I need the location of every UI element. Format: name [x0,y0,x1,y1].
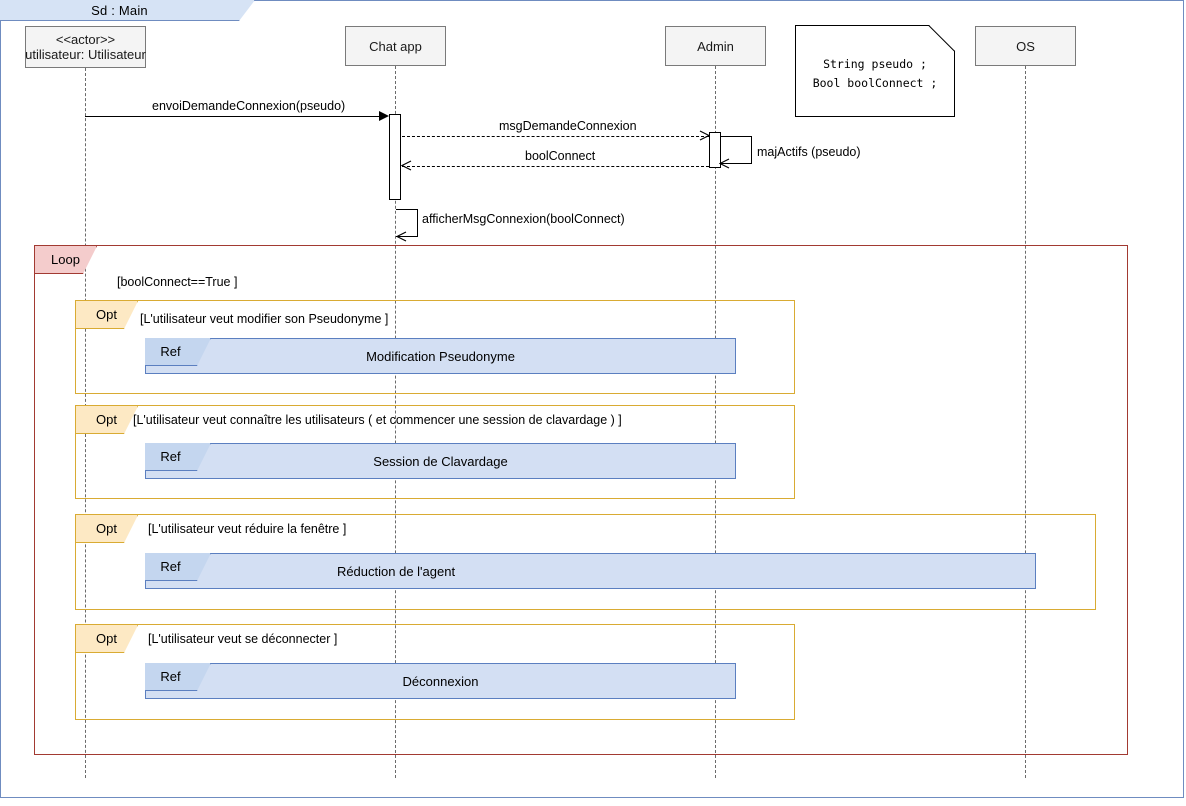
diagram-frame-tab: Sd : Main [0,0,255,21]
ref-operator-2: Ref [160,449,181,464]
message-line-m1 [85,116,381,117]
ref-title-4: Déconnexion [402,674,479,689]
message-label-m3: boolConnect [525,149,596,163]
ref-box-4[interactable]: Ref Déconnexion [145,663,736,699]
message-line-m2 [402,136,709,137]
lifeline-head-utilisateur[interactable]: <<actor>> utilisateur: Utilisateur [25,26,146,68]
activation-admin [709,132,721,168]
fragment-opt-1-operator: Opt [96,307,117,322]
lifeline-head-chatapp[interactable]: Chat app [345,26,446,66]
message-arrowhead-m1 [379,111,389,121]
diagram-title: Sd : Main [91,3,148,18]
lifeline-label-admin: Admin [697,38,734,54]
ref-title-2: Session de Clavardage [373,454,508,469]
lifeline-stereotype-utilisateur: <<actor>> [55,32,116,47]
self-call-box-chatapp [396,209,418,237]
lifeline-label-chatapp: Chat app [369,38,422,54]
message-label-m2: msgDemandeConnexion [499,119,637,133]
ref-box-3[interactable]: Ref Réduction de l'agent [145,553,1036,589]
self-call-box-admin [721,136,752,164]
lifeline-line-os [1025,66,1026,778]
note-text: String pseudo ; Bool boolConnect ; [812,57,938,90]
message-arrowhead-m3 [401,160,412,171]
ref-title-3: Réduction de l'agent [336,564,456,579]
message-arrowhead-m5 [396,231,407,242]
note-box [795,25,955,117]
fragment-opt-4-guard: [L'utilisateur veut se déconnecter ] [148,632,338,646]
fragment-opt-4-tab: Opt [76,625,138,653]
fragment-opt-3[interactable] [75,514,1096,610]
fragment-opt-2-guard: [L'utilisateur veut connaître les utilis… [133,413,622,427]
message-label-m1: envoiDemandeConnexion(pseudo) [152,99,346,113]
ref-operator-1: Ref [160,344,181,359]
fragment-opt-2-operator: Opt [96,412,117,427]
message-label-m5: afficherMsgConnexion(boolConnect) [422,212,625,226]
fragment-loop[interactable] [34,245,1128,755]
lifeline-line-admin [715,66,716,778]
fragment-opt-2[interactable] [75,405,795,499]
fragment-opt-4[interactable] [75,624,795,720]
message-label-m4: majActifs (pseudo) [757,145,861,159]
fragment-opt-1-guard: [L'utilisateur veut modifier son Pseudon… [140,312,389,326]
message-line-m3 [402,166,709,167]
ref-operator-4: Ref [160,669,181,684]
activation-chatapp [389,114,401,200]
fragment-loop-operator: Loop [51,252,80,267]
lifeline-head-admin[interactable]: Admin [665,26,766,66]
fragment-opt-3-operator: Opt [96,521,117,536]
message-arrowhead-m2 [699,130,710,141]
ref-box-2[interactable]: Ref Session de Clavardage [145,443,736,479]
fragment-opt-4-operator: Opt [96,631,117,646]
ref-title-1: Modification Pseudonyme [366,349,515,364]
lifeline-label-utilisateur: utilisateur: Utilisateur [25,47,146,62]
fragment-opt-3-guard: [L'utilisateur veut réduire la fenêtre ] [148,522,347,536]
fragment-loop-guard: [boolConnect==True ] [117,275,238,289]
lifeline-head-os[interactable]: OS [975,26,1076,66]
ref-box-1[interactable]: Ref Modification Pseudonyme [145,338,736,374]
message-arrowhead-m4 [719,158,730,169]
fragment-opt-1[interactable] [75,300,795,394]
ref-operator-3: Ref [160,559,181,574]
lifeline-label-os: OS [1016,38,1035,54]
lifeline-line-chatapp [395,66,396,778]
ref-tab-1: Ref [145,338,211,366]
